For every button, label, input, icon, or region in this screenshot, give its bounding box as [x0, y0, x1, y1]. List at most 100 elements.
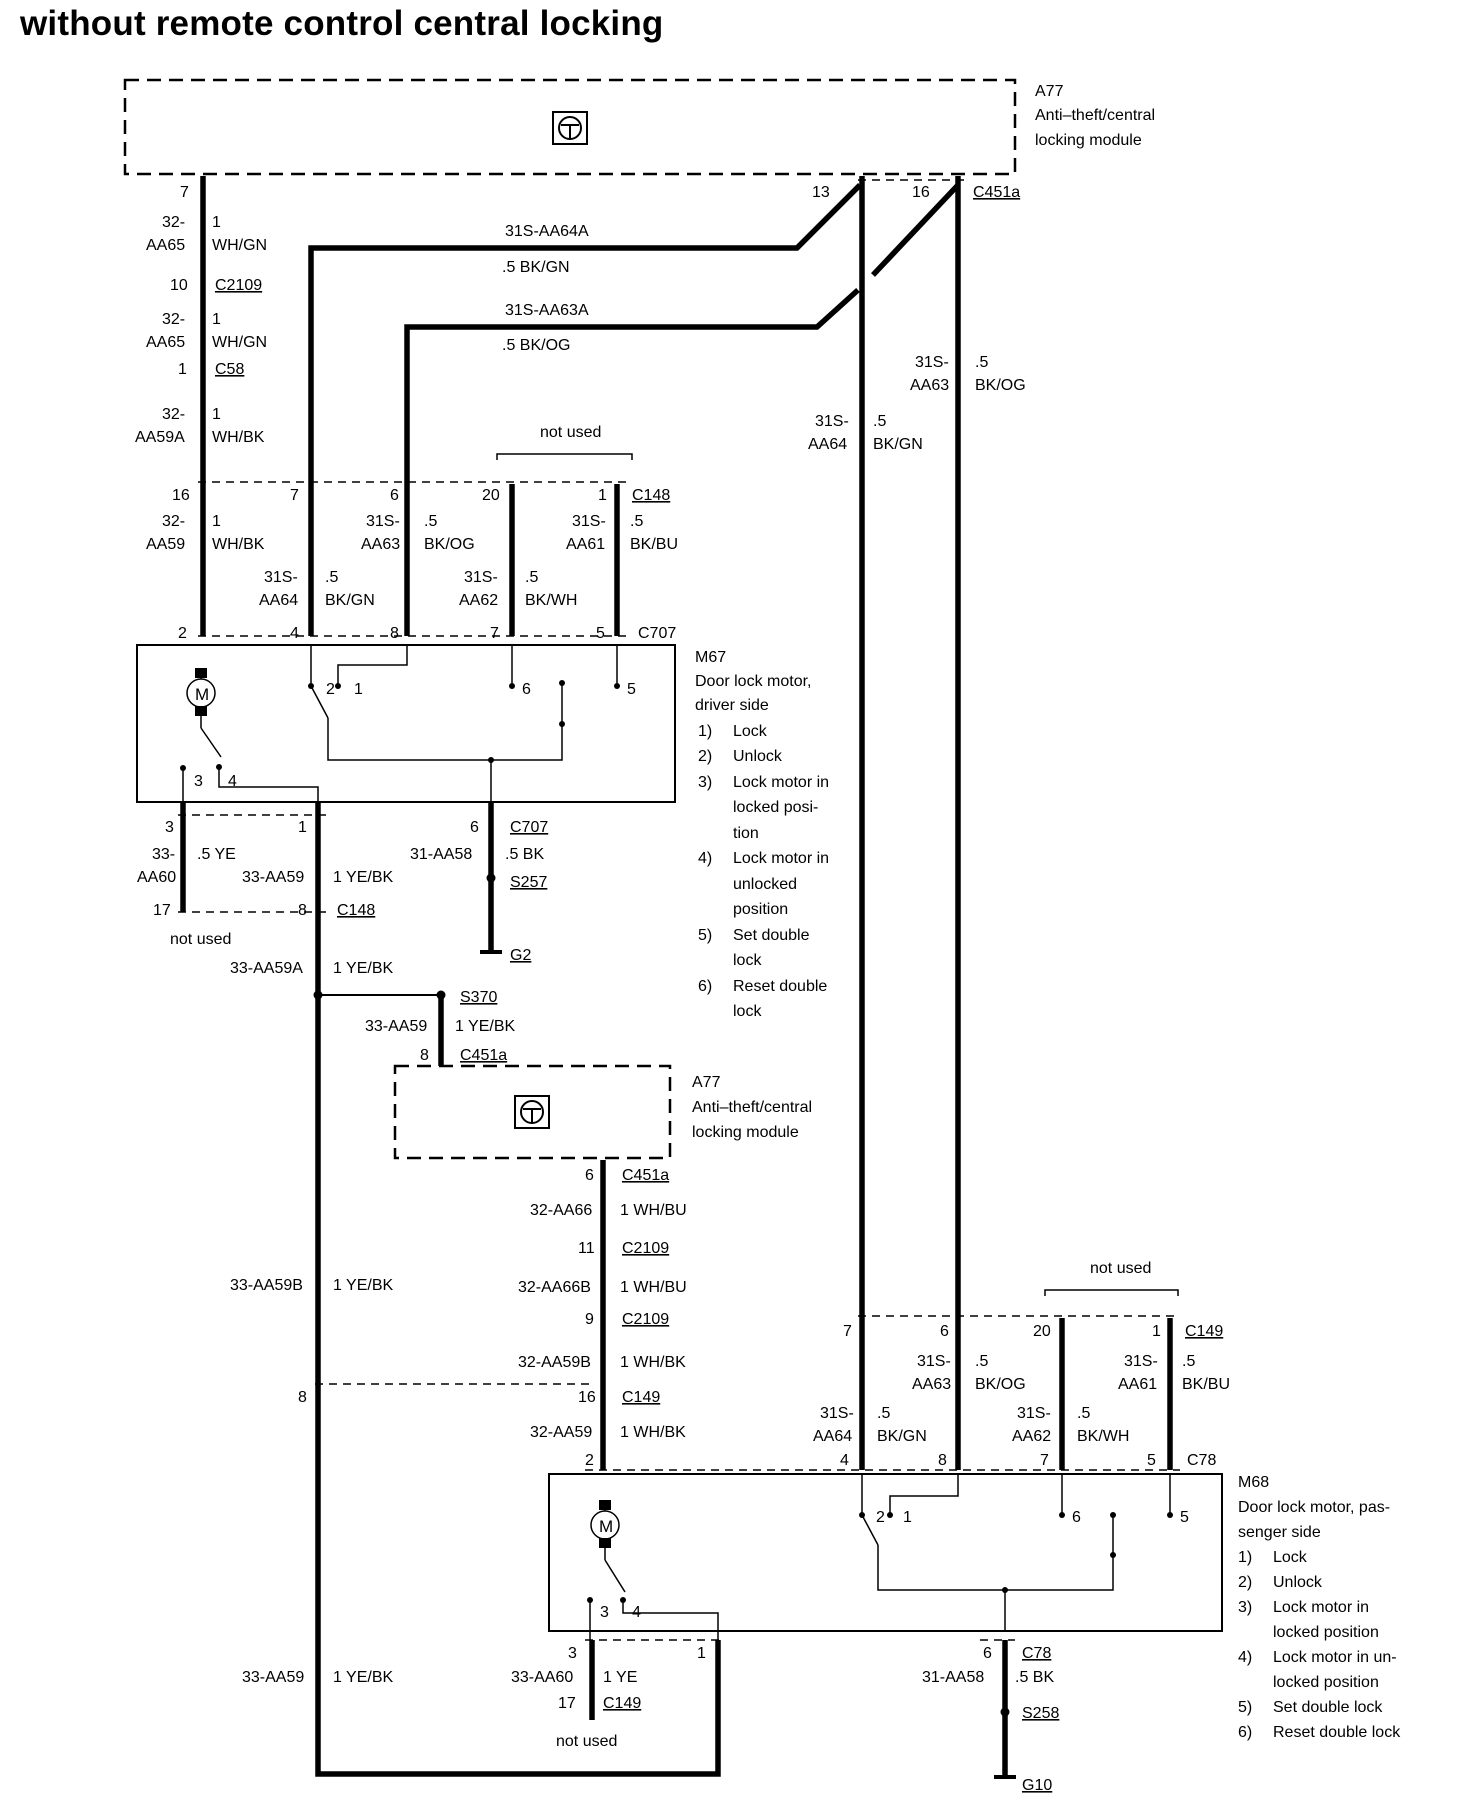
wire-code: AA59: [146, 536, 185, 553]
wire-size: 1: [212, 406, 221, 423]
legend-num: 5): [1238, 1699, 1252, 1716]
pin-label: 1: [298, 819, 307, 836]
splice-s257: S257: [510, 874, 547, 891]
connector-c707: C707: [638, 625, 676, 642]
wire-color: BK/GN: [877, 1428, 927, 1445]
legend-num: 2): [698, 748, 712, 765]
legend-num: 5): [698, 927, 712, 944]
legend-num: 6): [1238, 1724, 1252, 1741]
legend-num: 4): [1238, 1649, 1252, 1666]
pin-label: 9: [585, 1311, 594, 1328]
m67-internals: [182, 645, 618, 802]
wire-color: BK/OG: [975, 1376, 1026, 1393]
legend-text: tion: [733, 825, 759, 842]
wire-code: AA64: [259, 592, 298, 609]
wire-color: 1 YE/BK: [333, 1277, 394, 1294]
legend-text: Set double: [733, 927, 810, 944]
wire-size: .5: [975, 354, 988, 371]
a77-mid-id: A77: [692, 1074, 721, 1091]
pin-label: 7: [180, 184, 189, 201]
wire-code: 31-AA58: [410, 846, 472, 863]
m67-box: [136, 644, 676, 803]
pin-label: 11: [578, 1240, 595, 1257]
lock-module-icon: [514, 1095, 550, 1129]
pin-label: 6: [585, 1167, 594, 1184]
wire-code: 31S-AA63A: [505, 302, 589, 319]
pin-label: 1: [598, 487, 607, 504]
pin-label: 1: [903, 1509, 912, 1526]
legend-text: Unlock: [1273, 1574, 1323, 1591]
wire-code: AA63: [361, 536, 400, 553]
wire-code: 33-: [152, 846, 175, 863]
pin-label: 16: [172, 487, 190, 504]
wire-code: 33-AA60: [511, 1669, 573, 1686]
a77-top-name-2: locking module: [1035, 132, 1142, 149]
wire-code: 32-AA59B: [518, 1354, 591, 1371]
pin-label: 1: [178, 361, 187, 378]
connector-c78: C78: [1022, 1645, 1051, 1662]
wire-code: 31-AA58: [922, 1669, 984, 1686]
m68-name-1: Door lock motor, pas-: [1238, 1499, 1390, 1516]
wire-size: .5: [1182, 1353, 1195, 1370]
pin-label: 7: [1040, 1452, 1049, 1469]
wire-size: .5: [877, 1405, 890, 1422]
pin-label: 8: [938, 1452, 947, 1469]
a77-module-mid-box: [393, 1064, 672, 1160]
legend-text: position: [733, 901, 788, 918]
m67-name-1: Door lock motor,: [695, 673, 811, 690]
lock-module-icon: [552, 111, 588, 145]
wire-code: AA63: [912, 1376, 951, 1393]
connector-c58: C58: [215, 361, 244, 378]
wire-code: AA62: [1012, 1428, 1051, 1445]
wire-color: BK/BU: [1182, 1376, 1230, 1393]
legend-text: Unlock: [733, 748, 783, 765]
pin-label: 1: [354, 681, 363, 698]
motor-symbol: M: [195, 685, 209, 704]
wire-color: 1 WH/BK: [620, 1424, 686, 1441]
legend-text: Reset double: [733, 978, 827, 995]
wire-code: 32-: [162, 406, 185, 423]
a77-top-id: A77: [1035, 83, 1064, 100]
wire-code: 33-AA59A: [230, 960, 303, 977]
not-used-label: not used: [556, 1733, 617, 1750]
pin-label: 4: [632, 1604, 641, 1621]
wire-color: BK/BU: [630, 536, 678, 553]
wire-code: 31S-: [572, 513, 606, 530]
a77-mid-name-2: locking module: [692, 1124, 799, 1141]
pin-label: 6: [470, 819, 479, 836]
wire-color: .5 YE: [197, 846, 236, 863]
wire-color: WH/BK: [212, 536, 265, 553]
legend-text: lock: [733, 1003, 762, 1020]
wire-code: 31S-: [366, 513, 400, 530]
pin-label: 3: [194, 773, 203, 790]
pin-label: 16: [912, 184, 930, 201]
wire-code: 31S-: [1124, 1353, 1158, 1370]
wire-code: 33-AA59: [242, 869, 304, 886]
m67-name-2: driver side: [695, 697, 769, 714]
wire-color: 1 YE/BK: [333, 960, 394, 977]
pin-label: 8: [298, 902, 307, 919]
pin-label: 7: [843, 1323, 852, 1340]
wire-size: 1: [212, 311, 221, 328]
wire-color: 1 YE/BK: [455, 1018, 516, 1035]
wire-code: AA65: [146, 237, 185, 254]
wire-code: 33-AA59B: [230, 1277, 303, 1294]
wire-color: BK/WH: [1077, 1428, 1129, 1445]
pin-label: 7: [490, 625, 499, 642]
pin-label: 5: [1180, 1509, 1189, 1526]
pin-label: 4: [840, 1452, 849, 1469]
wire-code: 31S-: [1017, 1405, 1051, 1422]
wire-size: .5: [325, 569, 338, 586]
ground-g2: G2: [510, 947, 531, 964]
connector-c2109: C2109: [622, 1311, 669, 1328]
wire-code: 31S-: [917, 1353, 951, 1370]
legend-text: locked posi-: [733, 799, 818, 816]
pin-label: 20: [1033, 1323, 1051, 1340]
not-used-brackets: [496, 453, 1179, 1296]
pin-label: 4: [290, 625, 299, 642]
connector-c148: C148: [337, 902, 375, 919]
not-used-label: not used: [540, 424, 601, 441]
pin-label: 17: [153, 902, 171, 919]
a77-mid-name-1: Anti–theft/central: [692, 1099, 812, 1116]
wire-code: 32-: [162, 311, 185, 328]
